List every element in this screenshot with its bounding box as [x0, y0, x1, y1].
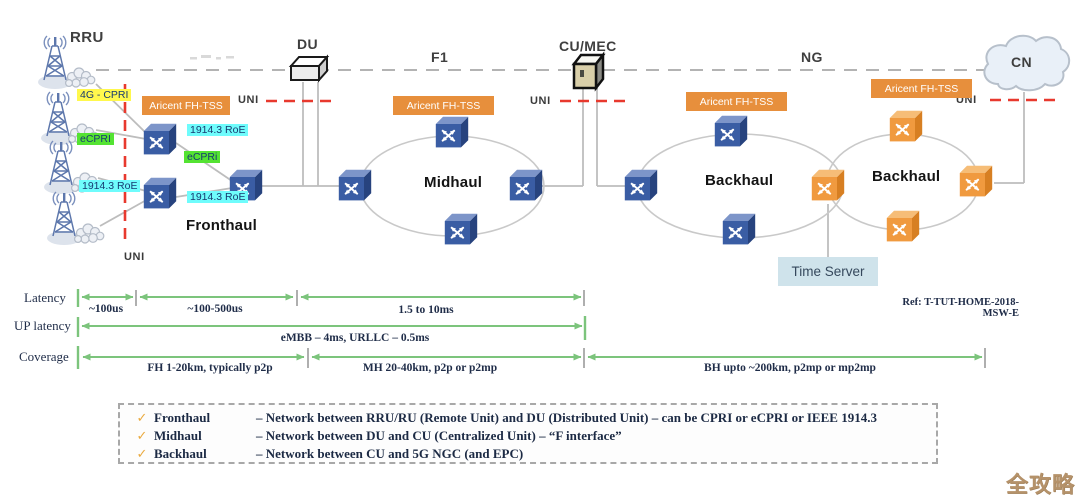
cn-cloud-icon	[983, 34, 1071, 92]
cn-label: CN	[1011, 54, 1033, 70]
tag-ecpri-access: eCPRI	[77, 133, 114, 145]
faded-text-smudge	[190, 55, 234, 60]
checkmark-icon: ✓	[136, 446, 148, 461]
uni-label-cu: UNI	[530, 95, 551, 107]
latency-segment-mh: ~100-500us	[187, 303, 243, 315]
legend-row-backhaul: ✓ Backhaul – Network between CU and 5G N…	[130, 446, 524, 462]
legend-desc: – Network between RRU/RU (Remote Unit) a…	[256, 410, 877, 425]
latency-arrows	[76, 289, 585, 307]
ng-interface-label: NG	[801, 49, 823, 65]
coverage-segment-fh: FH 1-20km, typically p2p	[147, 362, 273, 374]
legend-term: Backhaul	[154, 446, 207, 461]
tag-ecpri-mid: eCPRi	[184, 151, 221, 163]
legend-row-midhaul: ✓ Midhaul – Network between DU and CU (C…	[130, 428, 622, 444]
coverage-segment-bh: BH upto ~200km, p2mp or mp2mp	[704, 362, 876, 374]
up-latency-row-label: UP latency	[14, 318, 71, 333]
backhaul-core-switch-icon	[890, 111, 922, 142]
aricent-fh-tss-badge-backhaul-core: Aricent FH-TSS	[871, 79, 972, 98]
midhaul-switch-icon	[339, 170, 371, 201]
f1-interface-label: F1	[431, 49, 449, 65]
backhaul-switch-icon	[723, 214, 755, 245]
fronthaul-switch-icon	[144, 124, 176, 155]
backhaul-core-switch-icon	[960, 166, 992, 197]
aricent-fh-tss-badge-backhaul-metro: Aricent FH-TSS	[686, 92, 787, 111]
checkmark-icon: ✓	[136, 410, 148, 425]
up-latency-value: eMBB – 4ms, URLLC – 0.5ms	[280, 332, 430, 344]
backhaul-core-switch-icon	[887, 211, 919, 242]
backhaul-core-title: Backhaul	[872, 168, 941, 185]
legend-desc: – Network between DU and CU (Centralized…	[256, 428, 622, 443]
du-node-icon	[288, 54, 330, 83]
latency-segment-bh: 1.5 to 10ms	[398, 304, 454, 316]
tag-4g-cpri: 4G - CPRI	[77, 89, 132, 101]
aricent-fh-tss-badge-midhaul: Aricent FH-TSS	[393, 96, 494, 115]
uni-label-fronthaul: UNI	[124, 251, 145, 263]
fronthaul-switch-icon	[144, 178, 176, 209]
time-server-box: Time Server	[778, 257, 878, 286]
latency-segment-fh: ~100us	[88, 303, 124, 315]
legend-term: Midhaul	[154, 428, 202, 443]
checkmark-icon: ✓	[136, 428, 148, 443]
coverage-arrows	[76, 346, 986, 369]
tag-roe-upper: 1914.3 RoE	[187, 124, 249, 136]
backhaul-switch-icon	[625, 170, 657, 201]
coverage-segment-mh: MH 20-40km, p2p or p2mp	[362, 362, 498, 374]
uni-label-du: UNI	[238, 94, 259, 106]
uni-demarcation-lines	[123, 84, 1058, 246]
fronthaul-title: Fronthaul	[186, 217, 257, 234]
midhaul-title: Midhaul	[424, 174, 483, 191]
legend-desc: – Network between CU and 5G NGC (and EPC…	[256, 446, 524, 461]
midhaul-switch-icon	[510, 170, 542, 201]
midhaul-switch-icon	[436, 117, 468, 148]
cu-mec-node-icon	[571, 51, 606, 92]
coverage-row-label: Coverage	[19, 349, 69, 364]
cu-mec-label: CU/MEC	[559, 38, 617, 54]
aricent-fh-tss-badge-fronthaul: Aricent FH-TSS	[142, 96, 230, 115]
up-latency-arrow	[76, 316, 587, 340]
tag-roe-lower: 1914.3 RoE	[187, 191, 249, 203]
midhaul-switch-icon	[445, 214, 477, 245]
backhaul-core-switch-icon	[812, 170, 844, 201]
backhaul-switch-icon	[715, 116, 747, 147]
cell-tower-icon	[46, 191, 105, 246]
reference-text: Ref: T-TUT-HOME-2018-MSW-E	[902, 297, 1019, 319]
rru-label: RRU	[70, 29, 104, 46]
du-label: DU	[297, 36, 319, 52]
tag-roe-access: 1914.3 RoE	[79, 180, 141, 192]
latency-row-label: Latency	[24, 290, 66, 305]
backhaul-metro-title: Backhaul	[705, 172, 774, 189]
legend-box: ✓ Fronthaul – Network between RRU/RU (Re…	[118, 403, 938, 464]
watermark-text: 全攻略	[1006, 472, 1076, 497]
legend-row-fronthaul: ✓ Fronthaul – Network between RRU/RU (Re…	[130, 410, 877, 426]
legend-term: Fronthaul	[154, 410, 211, 425]
